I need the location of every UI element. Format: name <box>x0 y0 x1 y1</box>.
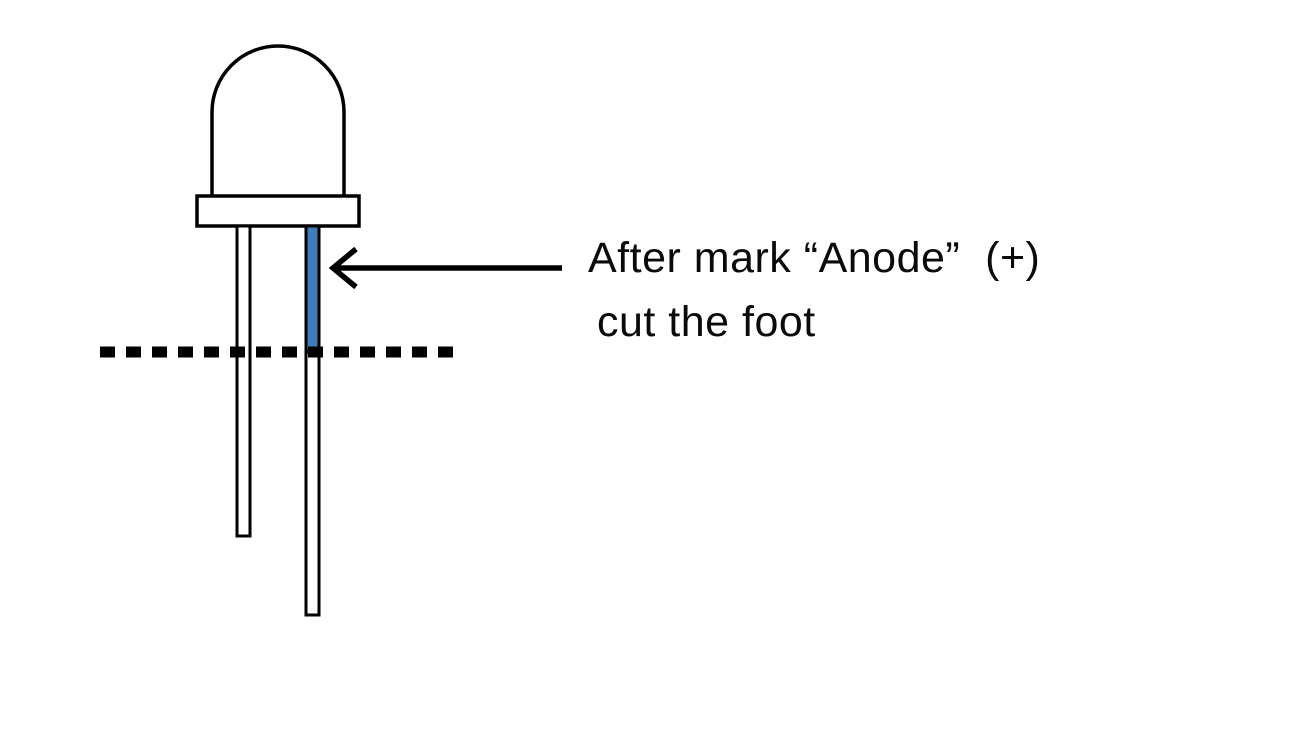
annotation-line2: cut the foot <box>597 298 816 346</box>
led-flange <box>195 194 361 228</box>
pointer-arrow <box>328 246 562 290</box>
annotation-line1: After mark “Anode” (+) <box>588 234 1041 282</box>
cathode-leg <box>235 224 252 538</box>
led-dome <box>210 44 346 196</box>
pointer-arrow-head <box>328 246 358 290</box>
anode-mark-highlight <box>304 224 321 354</box>
